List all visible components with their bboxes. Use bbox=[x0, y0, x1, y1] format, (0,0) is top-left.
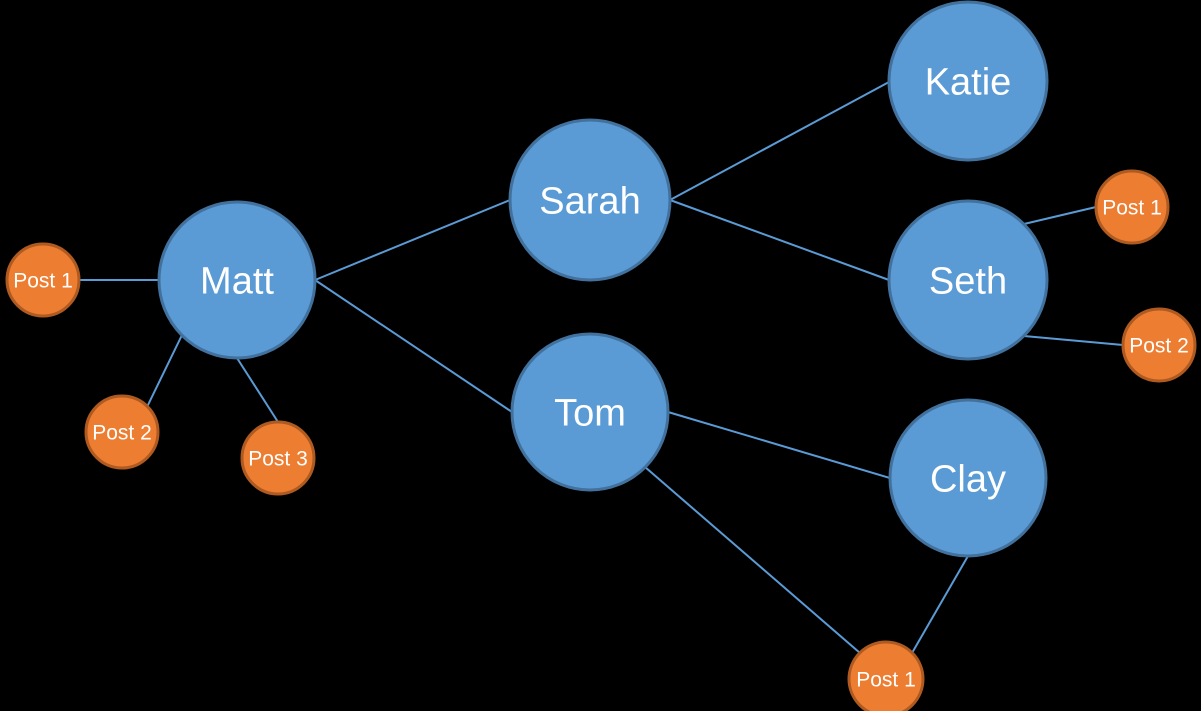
post-circle-post1-matt[interactable] bbox=[5, 242, 81, 318]
edge-matt-post3-matt bbox=[236, 357, 279, 423]
node-clay[interactable]: Clay bbox=[888, 398, 1048, 558]
person-circle-sarah[interactable] bbox=[508, 118, 672, 282]
node-tom[interactable]: Tom bbox=[510, 332, 670, 492]
person-circle-katie[interactable] bbox=[887, 0, 1049, 162]
node-post2-seth[interactable]: Post 2 bbox=[1121, 307, 1197, 383]
post-circle-post2-matt[interactable] bbox=[84, 394, 160, 470]
edge-seth-post2-seth bbox=[1023, 335, 1124, 346]
edge-seth-post1-seth bbox=[1023, 206, 1097, 225]
edge-tom-clay bbox=[667, 411, 891, 479]
edge-sarah-katie bbox=[669, 81, 890, 201]
edge-matt-tom bbox=[314, 279, 513, 413]
post-circle-post1-seth[interactable] bbox=[1094, 169, 1170, 245]
person-circle-clay[interactable] bbox=[888, 398, 1048, 558]
node-post3-matt[interactable]: Post 3 bbox=[240, 420, 316, 496]
edge-clay-post1-bottom bbox=[911, 555, 969, 654]
person-circle-matt[interactable] bbox=[157, 200, 317, 360]
node-post1-bottom[interactable]: Post 1 bbox=[847, 640, 925, 711]
post-circle-post3-matt[interactable] bbox=[240, 420, 316, 496]
node-sarah[interactable]: Sarah bbox=[508, 118, 672, 282]
post-circle-post2-seth[interactable] bbox=[1121, 307, 1197, 383]
node-matt[interactable]: Matt bbox=[157, 200, 317, 360]
edge-sarah-seth bbox=[669, 199, 890, 281]
edge-matt-sarah bbox=[314, 199, 511, 281]
edge-matt-post2-matt bbox=[146, 334, 183, 408]
person-circle-seth[interactable] bbox=[887, 199, 1049, 361]
node-seth[interactable]: Seth bbox=[887, 199, 1049, 361]
node-katie[interactable]: Katie bbox=[887, 0, 1049, 162]
node-post1-matt[interactable]: Post 1 bbox=[5, 242, 81, 318]
node-post1-seth[interactable]: Post 1 bbox=[1094, 169, 1170, 245]
node-post2-matt[interactable]: Post 2 bbox=[84, 394, 160, 470]
post-circle-post1-bottom[interactable] bbox=[847, 640, 925, 711]
edge-tom-post1-bottom bbox=[644, 466, 861, 654]
person-circle-tom[interactable] bbox=[510, 332, 670, 492]
